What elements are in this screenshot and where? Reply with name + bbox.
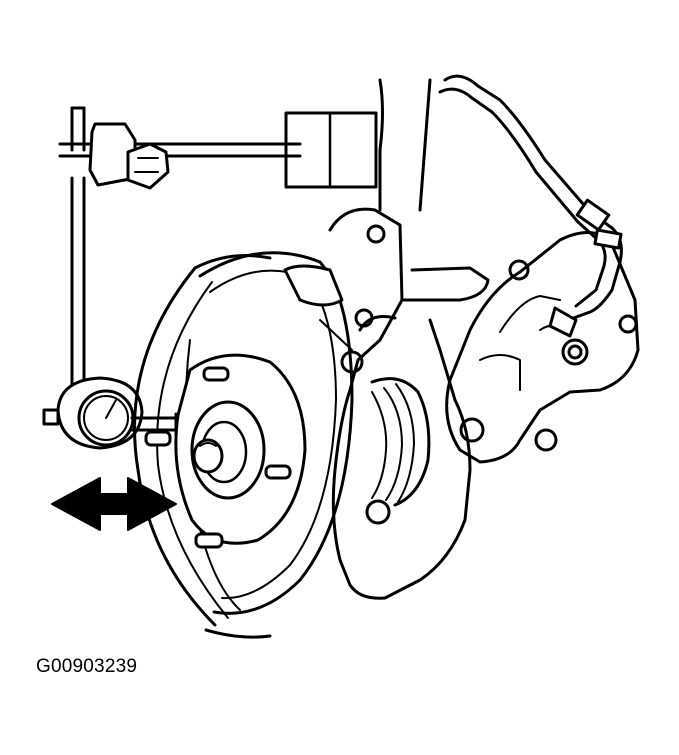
vertical-indicator-rod (72, 108, 84, 385)
figure-code: G00903239 (36, 656, 138, 677)
rod-clamp (90, 124, 168, 188)
double-arrow (52, 478, 176, 530)
drive-shaft-boot (372, 379, 429, 505)
wheel-hub (176, 355, 305, 543)
dial-indicator (44, 378, 176, 448)
brake-hose (440, 76, 621, 336)
brake-hub-runout-illustration (0, 0, 679, 640)
dust-shield (135, 256, 270, 638)
magnetic-base-block (286, 113, 376, 187)
brake-caliper (447, 233, 638, 463)
steering-knuckle (285, 80, 488, 598)
wheel-studs (146, 368, 290, 547)
